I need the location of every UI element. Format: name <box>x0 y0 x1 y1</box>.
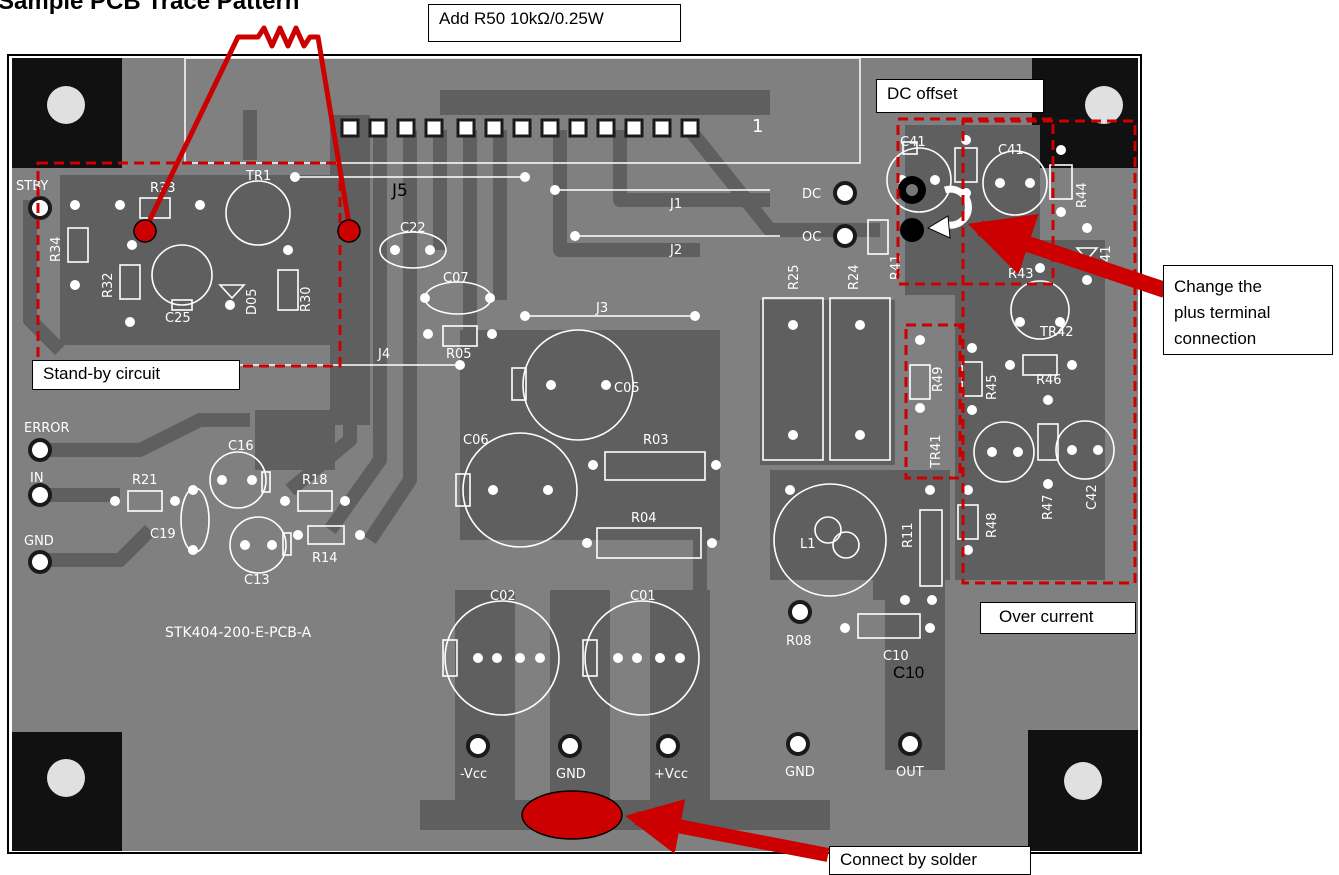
label-gnd-bottom-2: GND <box>785 765 815 780</box>
label-r32: R32 <box>101 272 116 298</box>
label-r30: R30 <box>299 286 314 312</box>
label-c06: C06 <box>463 433 489 448</box>
pin-one-label: 1 <box>752 116 763 137</box>
label-c02: C02 <box>490 589 516 604</box>
label-r46: R46 <box>1036 373 1062 388</box>
callout-add-resistor: Add R50 10kΩ/0.25W <box>428 4 681 42</box>
label-r14: R14 <box>312 551 338 566</box>
label-r49: R49 <box>931 366 946 392</box>
arrow-solder <box>625 798 830 862</box>
label-error: ERROR <box>24 421 70 436</box>
label-c10-silk: C10 <box>883 649 909 664</box>
label-r18: R18 <box>302 473 328 488</box>
label-r41-top: R41 <box>889 254 904 280</box>
label-out: OUT <box>896 765 924 780</box>
callout-change-plus-line1: Change the <box>1174 277 1262 296</box>
label-plus-vcc: +Vcc <box>654 767 688 782</box>
label-tr41: TR41 <box>929 434 944 469</box>
label-c42: C42 <box>1085 484 1100 510</box>
label-c25: C25 <box>165 311 191 326</box>
label-r25: R25 <box>787 264 802 290</box>
label-j2: J2 <box>669 243 682 258</box>
label-r05: R05 <box>446 347 472 362</box>
mount-holes <box>47 86 1123 800</box>
callout-over-current: Over current <box>980 602 1136 634</box>
vias <box>70 135 1103 663</box>
label-j1: J1 <box>669 197 682 212</box>
label-r45: R45 <box>985 374 1000 400</box>
label-r44: R44 <box>1075 182 1090 208</box>
label-c05: C05 <box>614 381 640 396</box>
label-gnd-left: GND <box>24 534 54 549</box>
label-oc-pad: OC <box>802 230 821 245</box>
label-stby: STBY <box>16 179 48 194</box>
callout-dc-offset: DC offset <box>876 79 1044 113</box>
label-r11: R11 <box>901 522 916 548</box>
header-pins <box>340 118 700 138</box>
label-r21: R21 <box>132 473 158 488</box>
page-title: Sample PCB Trace Pattern <box>0 0 300 15</box>
curved-arrow-icon <box>943 185 972 229</box>
top-header-area <box>184 57 861 164</box>
callout-standby: Stand-by circuit <box>32 360 240 390</box>
callout-change-plus-line2: plus terminal <box>1174 303 1271 322</box>
pads <box>28 181 922 758</box>
callout-connect-solder: Connect by solder <box>829 846 1031 875</box>
label-tr42: TR42 <box>1039 325 1074 340</box>
label-minus-vcc: -Vcc <box>460 767 487 782</box>
label-d05: D05 <box>245 288 260 315</box>
label-r48: R48 <box>985 512 1000 538</box>
r49-box <box>904 323 962 480</box>
label-r04: R04 <box>631 511 657 526</box>
label-r08: R08 <box>786 634 812 649</box>
label-j4: J4 <box>377 347 390 362</box>
label-r43: R43 <box>1008 267 1034 282</box>
label-j3: J3 <box>595 301 608 316</box>
arrow-plus-terminal <box>967 213 1168 298</box>
r50-pad-left <box>133 219 157 243</box>
over-current-box <box>961 119 1137 585</box>
label-r34: R34 <box>49 236 64 262</box>
callout-change-plus: Change the plus terminal connection <box>1163 265 1333 355</box>
label-l1: L1 <box>800 537 816 552</box>
label-tr1: TR1 <box>245 169 271 184</box>
label-c41-left: C41 <box>900 135 926 150</box>
label-c41-right: C41 <box>998 143 1024 158</box>
r50-pad-right <box>337 219 361 243</box>
solder-blob <box>521 790 623 840</box>
label-c16: C16 <box>228 439 254 454</box>
label-c19: C19 <box>150 527 176 542</box>
label-c13: C13 <box>244 573 270 588</box>
label-gnd-bottom: GND <box>556 767 586 782</box>
label-c10-extra: C10 <box>893 663 924 682</box>
label-c01: C01 <box>630 589 656 604</box>
label-dc-pad: DC <box>802 187 821 202</box>
board-part-number: STK404-200-E-PCB-A <box>165 625 312 641</box>
label-r47: R47 <box>1041 494 1056 520</box>
added-resistor-r50 <box>142 25 353 232</box>
callout-change-plus-line3: connection <box>1174 329 1257 348</box>
offset-pads <box>898 176 926 242</box>
label-r24: R24 <box>847 264 862 290</box>
label-c07: C07 <box>443 271 469 286</box>
label-j5: J5 <box>391 181 408 201</box>
label-c22: C22 <box>400 221 426 236</box>
label-in: IN <box>30 471 44 486</box>
label-r03: R03 <box>643 433 669 448</box>
